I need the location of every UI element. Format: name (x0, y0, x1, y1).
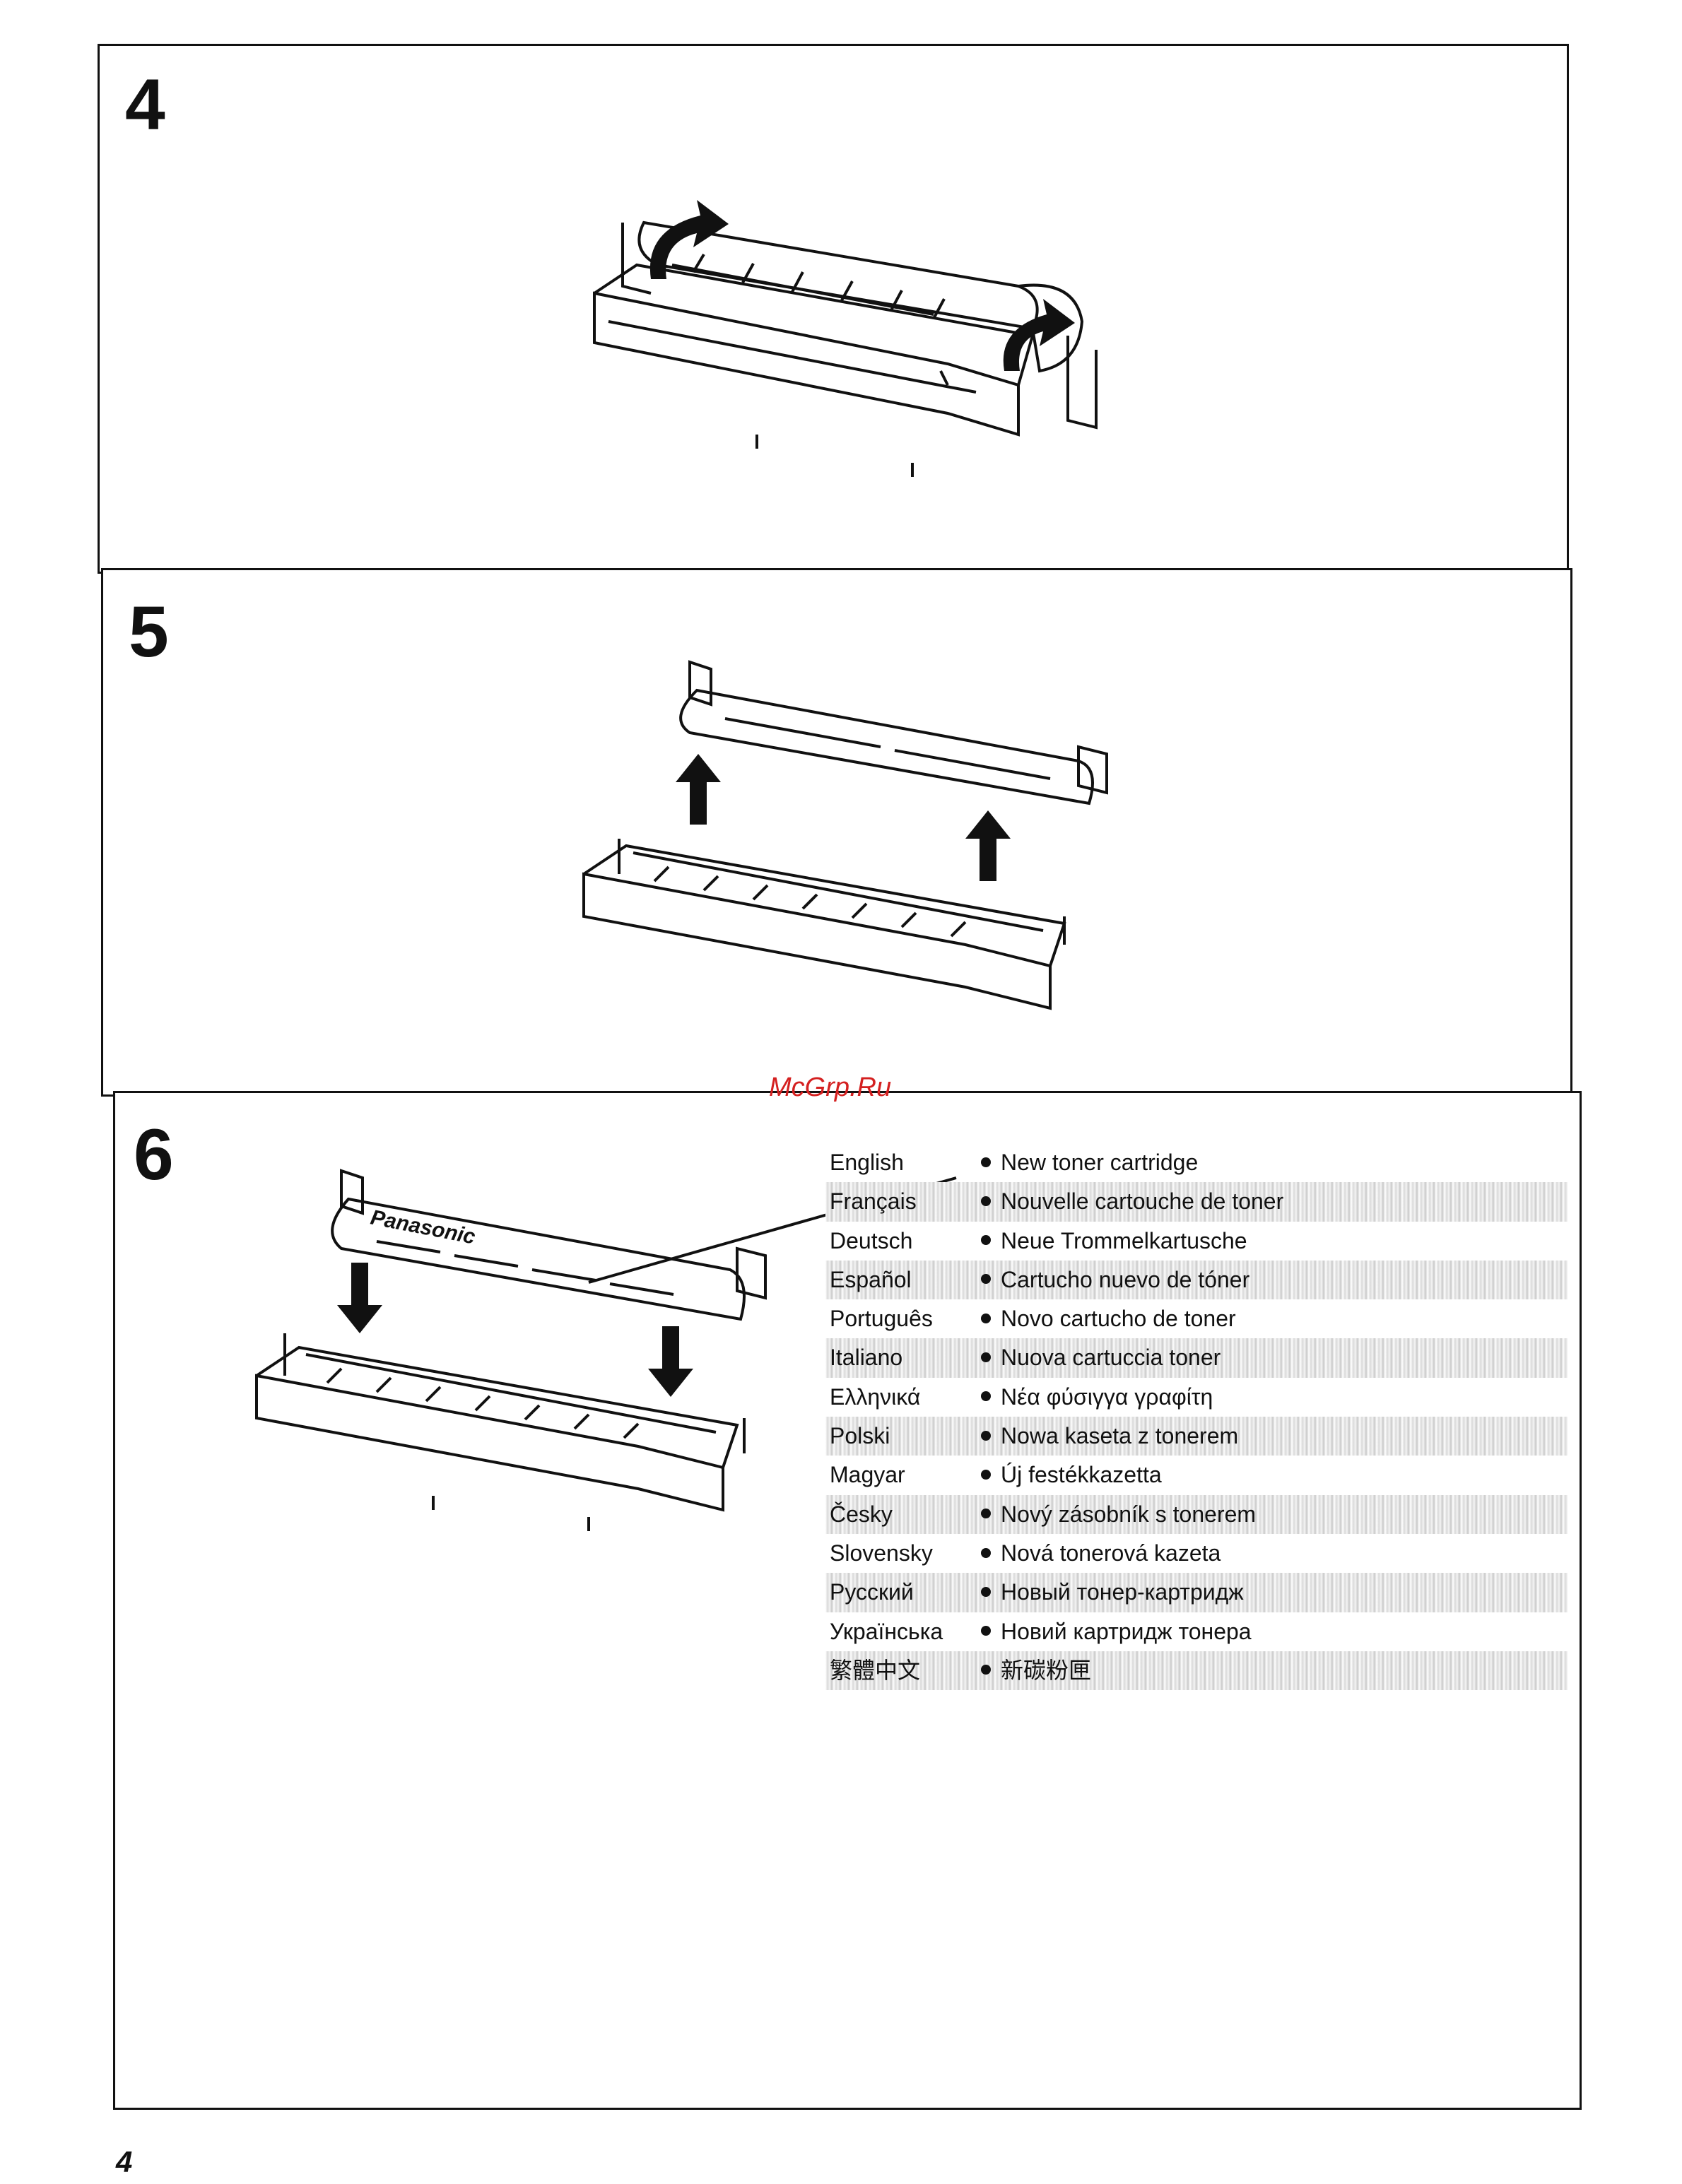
bullet-icon (981, 1469, 991, 1480)
bullet-icon (981, 1352, 991, 1363)
language-legend: English New toner cartridge Français Nou… (825, 1143, 1568, 1691)
legend-language: Slovensky (830, 1540, 933, 1566)
bullet-icon (981, 1391, 991, 1402)
bullet-icon (981, 1274, 991, 1285)
legend-item: Nouvelle cartouche de toner (981, 1182, 1283, 1221)
step-number: 6 (134, 1114, 174, 1195)
legend-row-ukrainian: Українська Новий картридж тонера (825, 1612, 1568, 1651)
legend-row-greek: Ελληνικά Νέα φύσιγγα γραφίτη (825, 1378, 1568, 1417)
legend-text: Nowa kaseta z tonerem (1001, 1423, 1239, 1449)
bullet-icon (981, 1313, 991, 1323)
bullet-icon (981, 1586, 991, 1597)
legend-language: Français (830, 1188, 917, 1215)
legend-item: Новий картридж тонера (981, 1612, 1252, 1651)
legend-row-francais: Français Nouvelle cartouche de toner (825, 1182, 1568, 1222)
bullet-icon (981, 1157, 991, 1167)
legend-language: Česky (830, 1501, 893, 1527)
legend-text: Nový zásobník s tonerem (1001, 1501, 1257, 1527)
legend-text: Novo cartucho de toner (1001, 1306, 1236, 1332)
legend-language: Русский (830, 1579, 914, 1605)
bullet-icon (981, 1196, 991, 1206)
legend-row-polski: Polski Nowa kaseta z tonerem (825, 1417, 1568, 1456)
legend-row-magyar: Magyar Új festékkazetta (825, 1456, 1568, 1494)
legend-item: Novo cartucho de toner (981, 1299, 1236, 1338)
legend-text: Cartucho nuevo de tóner (1001, 1266, 1250, 1292)
legend-row-chinese: 繁體中文 新碳粉匣 (825, 1651, 1568, 1691)
step-number: 5 (129, 591, 169, 672)
drum-unit-insert-new-cartridge-illustration: Panasonic (255, 1169, 957, 1531)
legend-text: Νέα φύσιγγα γραφίτη (1001, 1383, 1213, 1410)
legend-item: Νέα φύσιγγα γραφίτη (981, 1378, 1213, 1417)
legend-language: Deutsch (830, 1227, 913, 1253)
legend-language: English (830, 1150, 904, 1175)
step-5-panel: 5 (101, 568, 1572, 1097)
legend-text: Новий картридж тонера (1001, 1618, 1252, 1644)
bullet-icon (981, 1547, 991, 1558)
bullet-icon (981, 1509, 991, 1519)
bullet-icon (981, 1665, 991, 1675)
bullet-icon (981, 1430, 991, 1441)
legend-row-slovensky: Slovensky Nová tonerová kazeta (825, 1534, 1568, 1573)
legend-text: Nouvelle cartouche de toner (1001, 1188, 1284, 1215)
drum-unit-rotate-levers-illustration (593, 200, 1098, 477)
legend-language: Polski (830, 1423, 890, 1449)
page-number: 4 (116, 2145, 133, 2178)
legend-item: Nový zásobník s tonerem (981, 1495, 1256, 1534)
legend-item: Új festékkazetta (981, 1456, 1162, 1494)
bullet-icon (981, 1626, 991, 1636)
legend-language: Español (830, 1266, 912, 1292)
legend-text: Nová tonerová kazeta (1001, 1540, 1221, 1566)
legend-language: Português (830, 1306, 933, 1332)
legend-item: Nowa kaseta z tonerem (981, 1417, 1238, 1456)
legend-item: Cartucho nuevo de tóner (981, 1261, 1249, 1299)
watermark: McGrp.Ru (769, 1073, 892, 1102)
legend-item: 新碳粉匣 (981, 1651, 1091, 1690)
legend-text: New toner cartridge (1001, 1150, 1199, 1175)
step-number: 4 (125, 64, 165, 145)
legend-row-portugues: Português Novo cartucho de toner (825, 1299, 1568, 1338)
legend-text: Új festékkazetta (1001, 1462, 1162, 1488)
legend-row-russian: Русский Новый тонер-картридж (825, 1573, 1568, 1612)
legend-language: Ελληνικά (830, 1383, 921, 1410)
legend-item: New toner cartridge (981, 1143, 1198, 1182)
step-4-panel: 4 (98, 44, 1569, 574)
legend-text: Nuova cartuccia toner (1001, 1345, 1221, 1371)
legend-language: 繁體中文 (830, 1657, 921, 1683)
legend-item: Nuova cartuccia toner (981, 1338, 1221, 1377)
legend-row-cesky: Česky Nový zásobník s tonerem (825, 1494, 1568, 1534)
legend-row-espanol: Español Cartucho nuevo de tóner (825, 1260, 1568, 1300)
legend-text: Neue Trommelkartusche (1001, 1227, 1247, 1253)
legend-text: Новый тонер-картридж (1001, 1579, 1244, 1605)
legend-row-english: English New toner cartridge (825, 1143, 1568, 1182)
legend-language: Italiano (830, 1345, 903, 1371)
legend-row-deutsch: Deutsch Neue Trommelkartusche (825, 1222, 1568, 1261)
legend-item: Nová tonerová kazeta (981, 1534, 1221, 1573)
bullet-icon (981, 1235, 991, 1246)
legend-text: 新碳粉匣 (1001, 1657, 1092, 1683)
drum-unit-remove-old-cartridge-illustration (582, 660, 1108, 1010)
legend-row-italiano: Italiano Nuova cartuccia toner (825, 1338, 1568, 1378)
legend-language: Magyar (830, 1462, 905, 1488)
legend-language: Українська (830, 1618, 943, 1644)
legend-item: Neue Trommelkartusche (981, 1222, 1247, 1261)
legend-item: Новый тонер-картридж (981, 1573, 1244, 1612)
